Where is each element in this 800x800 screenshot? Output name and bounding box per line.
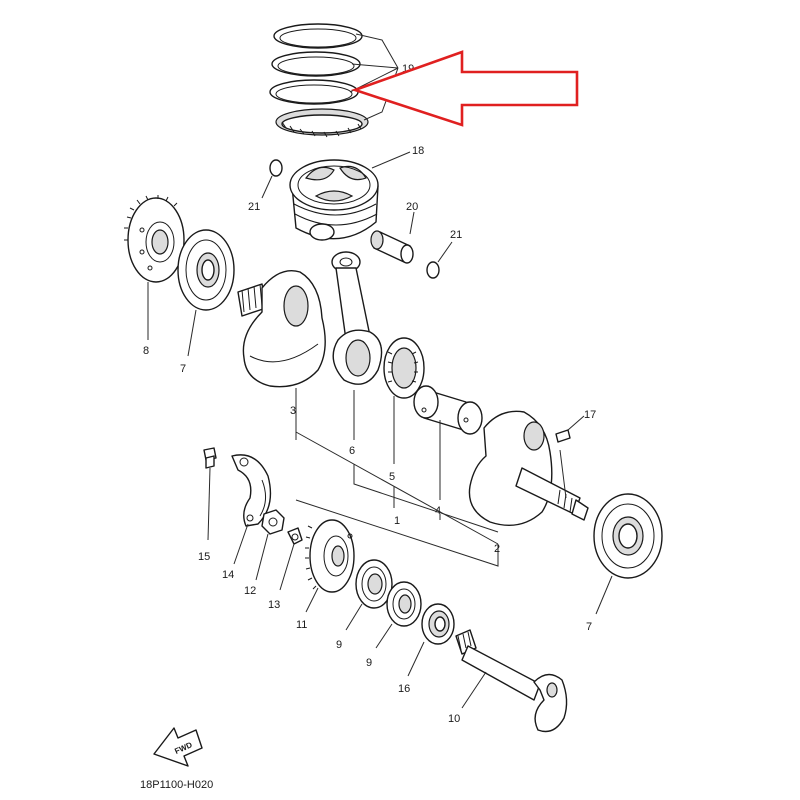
leader-18 (371, 151, 411, 169)
callout-21a: 21 (248, 201, 260, 213)
balancer-drive-gear (305, 519, 355, 593)
leader-10 (461, 671, 487, 709)
bolt (203, 447, 217, 469)
connecting-rod (331, 251, 383, 385)
balancer-bearing-1 (355, 559, 393, 609)
callout-10: 10 (448, 713, 460, 725)
woodruff-key (555, 429, 571, 443)
piston-ring-third (269, 79, 359, 105)
callout-2: 2 (494, 543, 500, 555)
callout-14: 14 (222, 569, 234, 581)
leader-20 (409, 211, 415, 235)
leader-17b (559, 449, 567, 499)
crank-gear (124, 195, 185, 283)
callout-6: 6 (349, 445, 355, 457)
leader-21b (437, 241, 453, 263)
balancer-weight (231, 454, 272, 527)
callout-3: 3 (290, 405, 296, 417)
piston-ring-set (269, 23, 369, 138)
red-pointer-arrow (350, 50, 579, 127)
fwd-arrow-icon: FWD (153, 727, 203, 767)
callout-4: 4 (435, 505, 441, 517)
callout-20: 20 (406, 201, 418, 213)
leader-11 (305, 587, 319, 613)
lock-washer (287, 527, 303, 545)
leader-9a (345, 603, 363, 631)
piston-ring-top (273, 23, 363, 49)
leader-19 (349, 33, 399, 121)
callout-7b: 7 (586, 621, 592, 633)
callout-11: 11 (296, 619, 307, 631)
callout-7a: 7 (180, 363, 186, 375)
leader-9b (375, 623, 393, 649)
callout-18: 18 (412, 145, 424, 157)
oil-seal (421, 603, 455, 645)
callout-8: 8 (143, 345, 149, 357)
piston (289, 159, 379, 241)
piston-pin (370, 230, 414, 264)
leader-14 (233, 523, 249, 565)
leader-7b (595, 575, 613, 615)
leader-bottom-bracket (295, 432, 499, 567)
leader-7a (187, 309, 197, 357)
callout-5: 5 (389, 471, 395, 483)
crank-pin (413, 385, 483, 435)
leader-15 (207, 467, 211, 541)
callout-21b: 21 (450, 229, 462, 241)
crankshaft-right-half (468, 410, 589, 526)
callout-15: 15 (198, 551, 210, 563)
callout-9a: 9 (336, 639, 342, 651)
leader-12 (255, 533, 269, 581)
callout-1: 1 (394, 515, 400, 527)
callout-13: 13 (268, 599, 280, 611)
main-bearing-left (177, 229, 235, 311)
balancer-bearing-2 (386, 581, 422, 627)
leader-16 (407, 641, 425, 677)
callout-16: 16 (398, 683, 410, 695)
callout-9b: 9 (366, 657, 372, 669)
needle-bearing (383, 337, 425, 399)
callout-17: 17 (584, 409, 596, 421)
piston-ring-second (271, 51, 361, 77)
oil-ring (275, 108, 369, 138)
leader-13 (279, 543, 295, 591)
piston-pin-clip-left (269, 159, 283, 177)
callout-12: 12 (244, 585, 256, 597)
leader-21a (261, 175, 273, 199)
piston-pin-clip-right (426, 261, 440, 279)
nut (261, 509, 285, 535)
balancer-shaft (455, 629, 568, 733)
diagram-code: 18P1100-H020 (140, 779, 213, 791)
leader-17 (567, 415, 585, 431)
main-bearing-right (593, 493, 663, 579)
leader-1 (353, 464, 499, 533)
crankshaft-left-half (237, 270, 326, 388)
